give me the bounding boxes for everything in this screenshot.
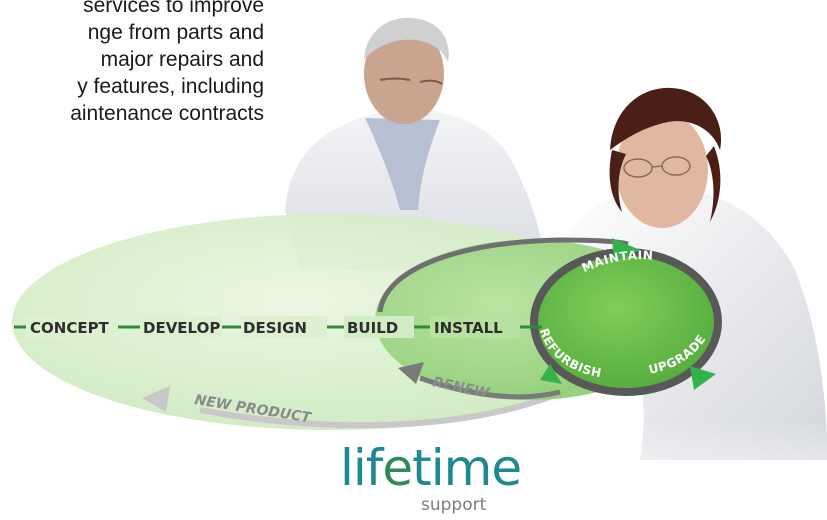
intro-line: services to improve xyxy=(83,0,264,17)
stage-install: INSTALL xyxy=(434,319,503,337)
intro-paragraph: services to improve nge from parts and m… xyxy=(0,0,290,127)
stage-develop: DEVELOP xyxy=(143,319,220,337)
logo-wordmark: lifetime xyxy=(340,439,522,497)
intro-line: aintenance contracts xyxy=(70,102,264,125)
intro-line: major repairs and xyxy=(100,48,264,71)
intro-line: nge from parts and xyxy=(87,21,264,44)
stage-build: BUILD xyxy=(347,319,398,337)
logo-word-end: time xyxy=(412,439,522,497)
refurbish-arrowhead xyxy=(540,364,562,384)
upgrade-arrowhead xyxy=(690,366,716,390)
intro-line: y features, including xyxy=(77,75,264,98)
maintain-arrowhead xyxy=(612,238,640,262)
logo-word-start: lif xyxy=(340,439,383,497)
renew-arc xyxy=(377,237,629,313)
renew-arrowhead xyxy=(398,362,424,384)
service-cycle-core xyxy=(534,252,718,392)
stage-design: DESIGN xyxy=(243,319,307,337)
stage-concept: CONCEPT xyxy=(30,319,110,337)
renew-lower-arc xyxy=(419,375,561,400)
new-product-arrowhead xyxy=(142,386,170,412)
logo-e-letter: e xyxy=(382,439,413,497)
logo-subtitle: support xyxy=(421,495,487,515)
lifetime-support-logo: lifetime support xyxy=(340,440,522,520)
